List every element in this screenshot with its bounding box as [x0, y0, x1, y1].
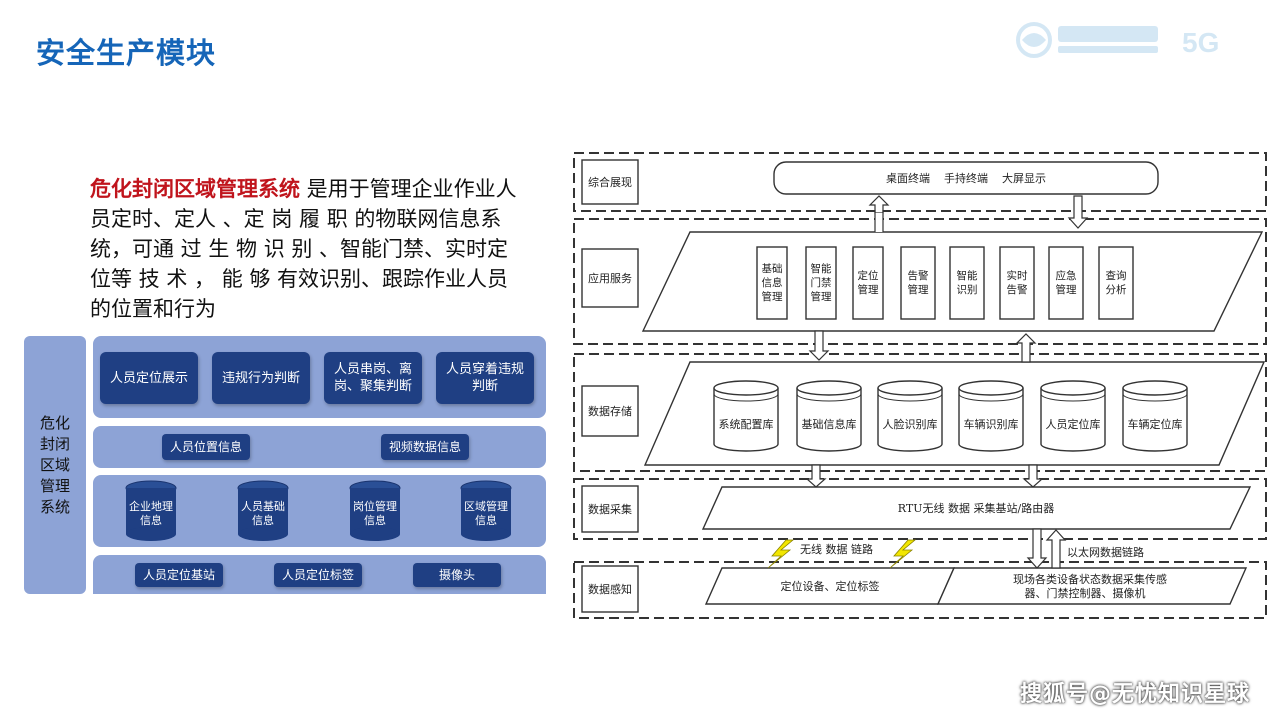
app-modules	[756, 246, 1134, 320]
database-cylinders: 系统配置库 基础信息库 人脸识别库 车辆识别库 人员定位库 车辆定位库	[713, 380, 1188, 452]
db-label-2: 基础信息库	[802, 417, 857, 431]
arrow-down-1	[1067, 195, 1089, 229]
app-query: 查询分析	[1106, 269, 1128, 296]
layer-label-storage: 数据存储	[588, 404, 632, 418]
app-basic-info: 基础信息管理	[762, 262, 783, 303]
app-smart-gate: 智能门禁管理	[811, 262, 832, 303]
db-person-basic: 人员基础信息	[237, 480, 289, 546]
arrow-down-ethernet	[1026, 528, 1048, 569]
tag-location-station: 人员定位基站	[135, 563, 223, 587]
db-6: 车辆定位库	[1122, 380, 1188, 452]
lightning-icon-2	[889, 539, 917, 569]
sense-right-line1: 现场各类设备状态数据采集传感	[1013, 572, 1167, 586]
arrow-up-ethernet	[1045, 529, 1067, 569]
tag-location-label: 人员定位标签	[274, 563, 362, 587]
app-emergency: 应急管理	[1056, 269, 1078, 296]
terminals-text: 桌面终端 手持终端 大屏显示	[886, 171, 1046, 185]
wireless-link-text: 无线 数据 链路	[800, 542, 873, 556]
db-3: 人脸识别库	[877, 380, 943, 452]
layer-label-collection: 数据采集	[588, 502, 632, 516]
db-label-1: 系统配置库	[719, 418, 774, 431]
tag-person-location: 人员位置信息	[162, 434, 250, 460]
china-mobile-logo: 5G	[1016, 22, 1219, 58]
arrow-up-2	[1015, 333, 1037, 363]
layer-label-sensing: 数据感知	[588, 582, 632, 596]
layer-sensing	[573, 561, 1267, 619]
system-name: 危化封闭区域管理系统	[39, 413, 70, 516]
layer-label-presentation: 综合展现	[588, 175, 632, 189]
layer-label-box	[581, 159, 639, 205]
sense-right-line2: 器、门禁控制器、摄像机	[1025, 586, 1146, 600]
sense-right-panel	[936, 567, 1248, 605]
5g-badge: 5G	[1182, 27, 1219, 58]
tag-camera: 摄像头	[413, 563, 501, 587]
db-enterprise-geo: 企业地理信息	[125, 480, 177, 546]
description-paragraph: 危化封闭区域管理系统 是用于管理企业作业人员定时、定人 、定 岗 履 职 的物联…	[90, 174, 520, 324]
layer-storage	[573, 353, 1267, 472]
app-alarm: 告警管理	[908, 269, 929, 296]
layer-collection	[573, 478, 1267, 540]
layer-label-application: 应用服务	[588, 271, 632, 285]
db-4: 车辆识别库	[958, 380, 1024, 452]
terminals-box	[773, 161, 1159, 195]
db-1: 系统配置库	[713, 380, 779, 452]
lightning-icon-1	[767, 539, 795, 569]
arrow-down-3	[805, 464, 827, 488]
system-side-label: 危化封闭区域管理系统	[24, 336, 86, 594]
collection-panel	[701, 486, 1252, 530]
db-label-3: 人脸识别库	[883, 417, 938, 431]
ethernet-link-text: 以太网数据链路	[1067, 545, 1144, 559]
tag-video-data: 视频数据信息	[381, 434, 469, 460]
btn-violation-judge[interactable]: 违规行为判断	[212, 352, 310, 404]
db-post-manage: 岗位管理信息	[349, 480, 401, 546]
app-smart-recog: 智能识别	[957, 269, 978, 296]
app-realtime-alarm: 实时告警	[1007, 269, 1029, 296]
app-location: 定位管理	[858, 269, 879, 296]
watermark: 搜狐号@无忧知识星球	[1019, 682, 1250, 707]
btn-post-judge[interactable]: 人员串岗、离岗、聚集判断	[324, 352, 422, 404]
db-label-5: 人员定位库	[1046, 417, 1101, 431]
description-text: 是用于管理企业作业人员定时、定人 、定 岗 履 职 的物联网信息系统，可通 过 …	[90, 177, 517, 321]
arrow-down-4	[1022, 464, 1044, 488]
layer-presentation	[573, 152, 1267, 212]
page-title: 安全生产模块	[36, 36, 217, 70]
collector-text: RTU无线 数据 采集基站/路由器	[898, 501, 1054, 515]
db-5: 人员定位库	[1040, 380, 1106, 452]
db-label-4: 车辆识别库	[964, 417, 1019, 431]
system-highlight: 危化封闭区域管理系统	[90, 177, 300, 201]
btn-attire-judge[interactable]: 人员穿着违规判断	[436, 352, 534, 404]
db-2: 基础信息库	[796, 380, 862, 452]
layer-application	[573, 218, 1267, 345]
arrow-down-2	[808, 330, 830, 361]
db-area-manage: 区域管理信息	[460, 480, 512, 546]
db-label-6: 车辆定位库	[1128, 417, 1183, 431]
sense-left-text: 定位设备、定位标签	[781, 579, 880, 593]
btn-location-display[interactable]: 人员定位展示	[100, 352, 198, 404]
